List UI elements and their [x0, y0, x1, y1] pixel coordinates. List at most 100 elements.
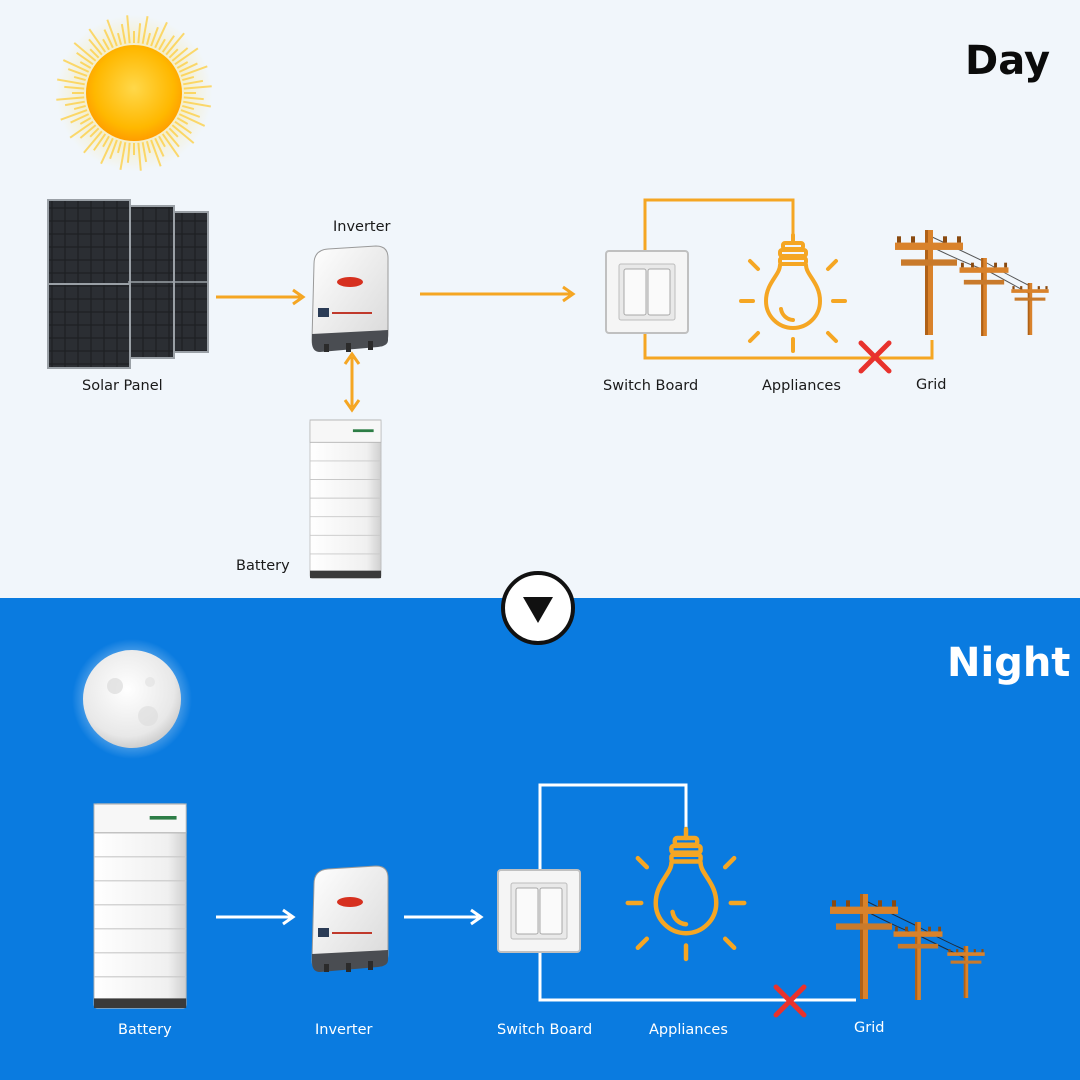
sun-ray — [102, 38, 110, 51]
sun-ray — [161, 133, 180, 158]
sun-ray — [183, 100, 211, 108]
sun-ray — [102, 135, 110, 148]
sun-ray — [120, 23, 127, 44]
label-switch-board: Switch Board — [497, 1022, 593, 1038]
switch-board-icon — [497, 869, 581, 953]
sun-ray — [183, 85, 212, 90]
sun-ray — [100, 137, 114, 165]
sun-ray — [171, 47, 189, 62]
label-solar-panel: Solar Panel — [82, 378, 163, 394]
grid-pole-icon — [830, 894, 985, 1000]
sun-ray — [137, 23, 142, 44]
sun-ray — [116, 32, 123, 45]
sun-ray — [64, 100, 85, 107]
sun-ray — [141, 142, 148, 163]
sun-ray — [182, 104, 195, 111]
night-diagram-canvas — [72, 639, 985, 1018]
sun-ray — [176, 61, 189, 69]
sun-ray — [178, 113, 206, 127]
inverter-icon — [311, 865, 389, 973]
day-panel: Day Solar Panel Inverter Battery Switch … — [0, 0, 1080, 598]
sun-ray — [183, 79, 204, 86]
label-grid: Grid — [916, 377, 947, 393]
sun-ray — [183, 96, 204, 101]
sun-ray — [69, 120, 94, 139]
sun-ray — [79, 117, 92, 125]
sun-ray — [168, 127, 179, 138]
sun-ray — [64, 85, 85, 90]
sun-ray — [88, 38, 103, 56]
sun-ray — [106, 19, 118, 47]
sun-ray — [57, 78, 85, 86]
sun-ray — [180, 109, 201, 118]
battery-icon — [309, 419, 382, 579]
sun-ray — [109, 139, 118, 160]
switch-board-icon — [605, 250, 689, 334]
day-circuit-wire — [643, 198, 934, 360]
sun-ray — [126, 15, 131, 44]
sun-ray — [126, 142, 131, 163]
sun-ray — [67, 68, 88, 77]
day-title: Day — [965, 38, 1051, 84]
sun-ray — [145, 141, 152, 154]
label-inverter: Inverter — [333, 219, 391, 235]
cross-icon — [773, 984, 807, 1018]
sun-ray — [73, 42, 97, 62]
label-battery: Battery — [118, 1022, 172, 1038]
sun-ray — [150, 139, 162, 167]
sun-ray — [93, 133, 107, 151]
night-circuit-wire — [538, 783, 856, 1002]
sun-ray — [116, 141, 123, 154]
sun-ray — [89, 48, 100, 59]
sun-ray — [103, 29, 114, 49]
sun-ray — [73, 75, 86, 82]
sun-ray — [79, 124, 97, 139]
sun-ray — [76, 52, 94, 66]
sun-ray — [88, 28, 107, 53]
sun-ray — [168, 48, 179, 59]
sun-ray — [158, 38, 166, 51]
label-battery: Battery — [236, 558, 290, 574]
day-diagram-canvas — [47, 15, 1049, 579]
moon-icon — [72, 639, 192, 759]
label-inverter: Inverter — [315, 1022, 373, 1038]
sun-ray — [158, 135, 166, 148]
sun-ray — [178, 62, 198, 73]
sun-ray — [62, 59, 90, 73]
sun-ray — [83, 130, 103, 154]
night-flow-arrows — [216, 908, 484, 926]
sun-ray — [137, 142, 142, 171]
sun-ray — [165, 130, 180, 148]
cross-icon — [858, 340, 892, 374]
label-appliances: Appliances — [649, 1022, 728, 1038]
down-arrow-icon — [501, 571, 575, 645]
sun-ray — [73, 104, 86, 111]
sun-ray — [161, 35, 175, 53]
sun-ray — [165, 32, 185, 56]
label-switch-board: Switch Board — [603, 378, 699, 394]
sun-ray — [154, 21, 168, 49]
sun-ray — [145, 32, 152, 45]
sun-ray — [60, 109, 88, 121]
sun-ray — [141, 16, 149, 44]
night-panel: Night Battery Inverter Switch Board Appl… — [0, 598, 1080, 1080]
sun-ray — [182, 75, 195, 82]
sun-ray — [150, 26, 159, 47]
sun-ray — [89, 127, 100, 138]
grid-pole-icon — [895, 230, 1049, 336]
sun-ray — [56, 96, 85, 101]
sun-ray — [176, 117, 189, 125]
sun-ray — [79, 61, 92, 69]
sun-icon — [56, 15, 212, 171]
sun-ray — [174, 47, 199, 66]
label-grid: Grid — [854, 1020, 885, 1036]
sun-ray — [174, 120, 192, 134]
night-title: Night — [947, 640, 1071, 686]
sun-ray — [154, 137, 165, 157]
sun-ray — [171, 124, 195, 144]
light-bulb-icon — [739, 233, 847, 353]
sun-ray — [180, 65, 208, 77]
label-appliances: Appliances — [762, 378, 841, 394]
battery-icon — [93, 803, 187, 1009]
sun-ray — [119, 142, 127, 170]
